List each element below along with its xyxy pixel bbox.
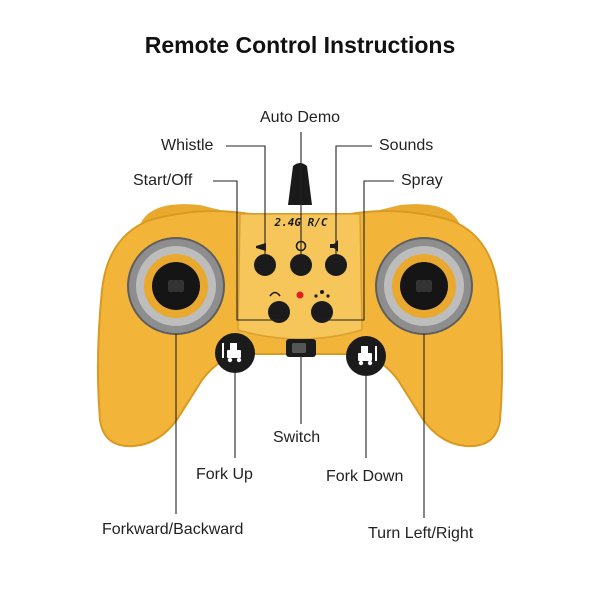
line-whistle: [226, 145, 266, 254]
sounds-button: [325, 254, 347, 276]
start-icon: [269, 291, 281, 297]
start-off-button: [268, 301, 290, 323]
label-fork-down: Fork Down: [326, 468, 404, 485]
whistle-button: [254, 254, 276, 276]
label-switch: Switch: [273, 429, 321, 446]
power-switch: [286, 339, 316, 357]
antenna: [288, 163, 312, 205]
spray-icon: [314, 290, 330, 298]
line-spray: [322, 180, 394, 321]
status-led: [296, 291, 304, 299]
label-spray: Spray: [401, 172, 443, 189]
left-joystick: [127, 237, 225, 335]
label-start-off: Start/Off: [133, 172, 193, 189]
label-whistle: Whistle: [161, 137, 214, 154]
forklift-down-icon: [358, 346, 377, 366]
spray-button: [311, 301, 333, 323]
auto-demo-button: [290, 254, 312, 276]
forklift-up-icon: [222, 343, 242, 363]
label-turn-left-right: Turn Left/Right: [368, 525, 474, 542]
right-joystick: [375, 237, 473, 335]
line-start-off: [213, 180, 279, 321]
label-auto-demo: Auto Demo: [260, 109, 341, 126]
fork-up-button: [215, 333, 255, 373]
leader-lines: [175, 132, 425, 518]
line-sounds: [335, 145, 372, 254]
label-forward-backward: Forkward/Backward: [102, 521, 244, 538]
page-title: Remote Control Instructions: [144, 32, 456, 58]
label-sounds: Sounds: [379, 137, 434, 154]
label-fork-up: Fork Up: [196, 466, 253, 483]
fork-down-button: [346, 336, 386, 376]
horn-icon: [256, 243, 266, 251]
